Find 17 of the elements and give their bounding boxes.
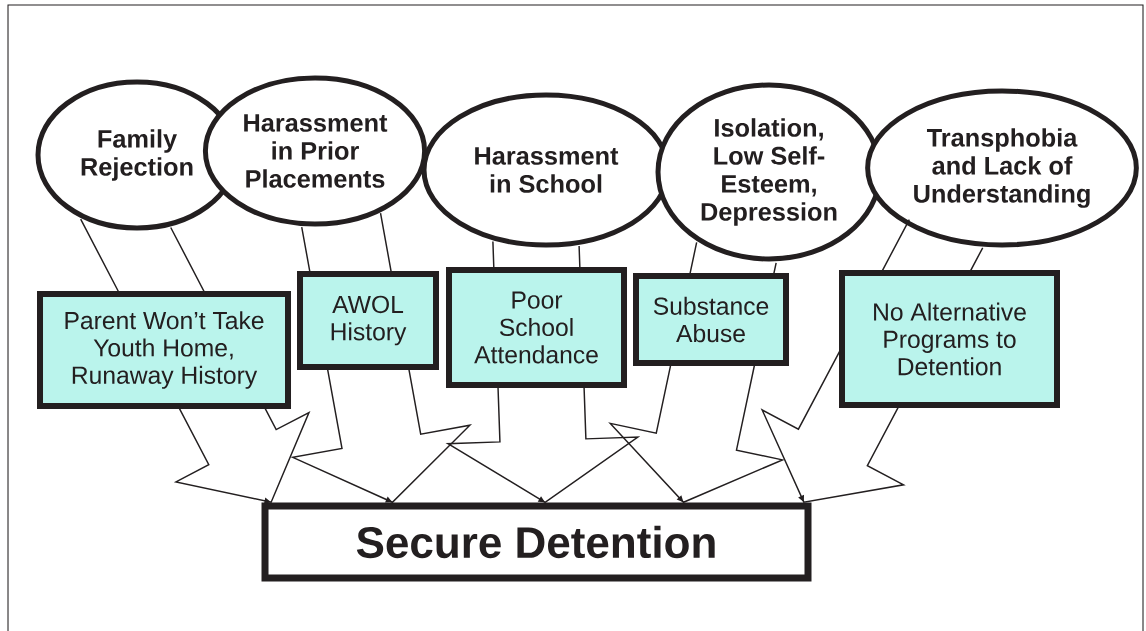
indicator-box: AWOL History (297, 271, 439, 370)
outcome-box: Secure Detention (261, 502, 812, 582)
arrow-shaft (301, 212, 393, 274)
indicator-box: Poor School Attendance (446, 267, 627, 388)
arrow-shaft (880, 218, 984, 273)
indicator-box: Parent Won’t Take Youth Home, Runaway History (37, 291, 291, 409)
block-arrow (173, 406, 311, 504)
node-label: Transphobia and Lack of Understanding (914, 128, 1090, 208)
indicator-box: No Alternative Programs to Detention (839, 270, 1060, 408)
arrow-shaft (79, 218, 206, 294)
arrow-shaft (492, 240, 581, 270)
block-arrow (445, 386, 641, 504)
indicator-box: Substance Abuse (633, 273, 789, 366)
block-arrow (290, 367, 473, 504)
block-arrow (760, 349, 906, 503)
arrow-shaft (689, 241, 777, 276)
block-arrow (608, 363, 785, 504)
